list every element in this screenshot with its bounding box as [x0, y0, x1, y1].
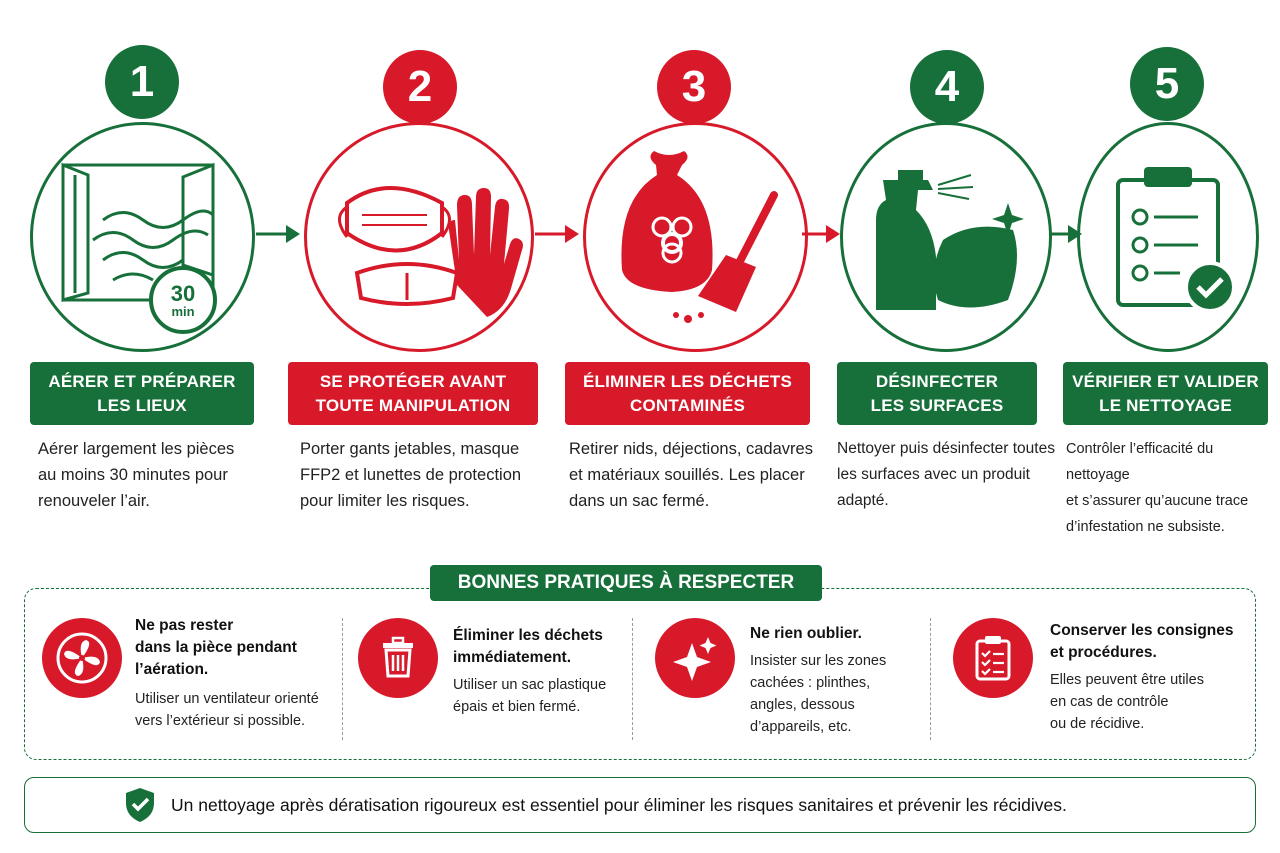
arrow-2-3-icon	[535, 225, 579, 243]
step-2-circle	[304, 122, 534, 352]
tips-divider	[930, 618, 931, 740]
step-3-title: ÉLIMINER LES DÉCHETS CONTAMINÉS	[565, 362, 810, 425]
biohazard-bag-broom-icon	[621, 151, 778, 323]
step-1-text: Aérer largement les pièces au moins 30 m…	[38, 440, 235, 510]
step-4-circle	[840, 122, 1052, 352]
trash-icon	[358, 618, 438, 698]
step-1-circle: 30 min	[30, 122, 255, 352]
tip-2-text: Utiliser un sac plastique épais et bien …	[453, 677, 607, 715]
step-2-number: 2	[383, 50, 457, 124]
arrow-1-2-icon	[256, 225, 300, 243]
shield-check-icon	[126, 788, 154, 822]
sparkle-icon	[655, 618, 735, 698]
fan-icon	[42, 618, 122, 698]
timer-badge-unit: min	[171, 304, 195, 319]
tip-4-text: Elles peuvent être utiles en cas de cont…	[1050, 672, 1204, 732]
step-4-text: Nettoyer puis désinfecter toutes les sur…	[837, 440, 1055, 509]
footer-banner: Un nettoyage après dératisation rigoureu…	[24, 777, 1256, 833]
step-4-title: DÉSINFECTER LES SURFACES	[837, 362, 1037, 425]
clipboard-icon	[953, 618, 1033, 698]
timer-badge-value: 30	[170, 281, 196, 306]
step-5-text: Contrôler l’efficacité du nettoyage et s…	[1066, 441, 1249, 535]
tips-banner: BONNES PRATIQUES À RESPECTER	[430, 565, 822, 601]
tips-divider	[342, 618, 343, 740]
step-4-number: 4	[910, 50, 984, 124]
footer-text: Un nettoyage après dératisation rigoureu…	[171, 794, 1067, 815]
tip-1-text: Utiliser un ventilateur orienté vers l’e…	[135, 691, 319, 729]
step-5-circle	[1077, 122, 1259, 352]
window-air-icon	[61, 162, 217, 334]
step-2-text: Porter gants jetables, masque FFP2 et lu…	[300, 440, 522, 510]
step-3-number: 3	[657, 50, 731, 124]
step-5-number: 5	[1130, 47, 1204, 121]
checklist-icon	[1116, 167, 1236, 313]
step-1-number: 1	[105, 45, 179, 119]
tip-1-title: Ne pas rester dans la pièce pendant l’aé…	[135, 617, 297, 678]
tips-divider	[632, 618, 633, 740]
spray-cloth-icon	[876, 170, 1024, 310]
arrow-4-5-icon	[1050, 225, 1082, 243]
tip-3-title: Ne rien oublier.	[750, 625, 862, 642]
step-5-title: VÉRIFIER ET VALIDER LE NETTOYAGE	[1063, 362, 1268, 425]
step-2-title: SE PROTÉGER AVANT TOUTE MANIPULATION	[288, 362, 538, 425]
tip-4-title: Conserver les consignes et procédures.	[1050, 622, 1234, 661]
tip-3-text: Insister sur les zones cachées : plinthe…	[750, 653, 887, 735]
step-3-text: Retirer nids, déjections, cadavres et ma…	[569, 440, 813, 510]
arrow-3-4-icon	[802, 225, 840, 243]
protective-equipment-icon	[338, 186, 523, 317]
step-1-title: AÉRER ET PRÉPARER LES LIEUX	[30, 362, 254, 425]
step-3-circle	[583, 122, 808, 352]
tip-2-title: Éliminer les déchets immédiatement.	[453, 627, 603, 666]
